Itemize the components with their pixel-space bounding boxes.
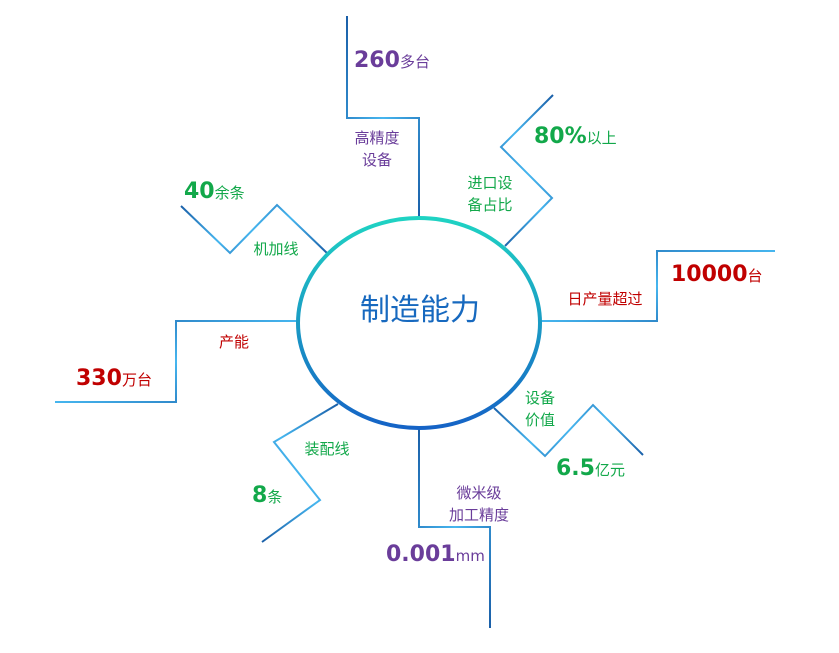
connector-machining-line: [180, 203, 329, 255]
value-daily-output: 10000台: [671, 262, 763, 287]
label-assembly-line: 装配线: [304, 440, 350, 458]
value-micron-precision: 0.001mm: [386, 542, 485, 567]
label-capacity: 产能: [218, 333, 249, 351]
connector-import-ratio: [499, 94, 554, 247]
connector-capacity: [55, 320, 298, 403]
value-machining-line: 40余条: [184, 179, 245, 204]
label-precision-equipment: 高精度设备: [354, 129, 400, 169]
connector-precision-equipment: [346, 16, 420, 220]
label-micron-precision: 微米级加工精度: [448, 484, 509, 524]
center-ring: [296, 216, 542, 430]
value-capacity: 330万台: [76, 366, 152, 391]
value-assembly-line: 8条: [252, 483, 283, 508]
value-equipment-value: 6.5亿元: [556, 456, 625, 481]
label-import-ratio: 进口设备占比: [467, 174, 513, 214]
connector-daily-output: [540, 250, 775, 322]
value-precision-equipment: 260多台: [354, 48, 430, 73]
label-daily-output: 日产量超过: [567, 290, 643, 308]
label-equipment-value: 设备价值: [524, 389, 555, 429]
connector-equipment-value: [493, 403, 644, 458]
value-import-ratio: 80%以上: [534, 124, 617, 149]
connector-assembly-line: [261, 403, 339, 543]
center-title: 制造能力: [360, 293, 480, 328]
connector-micron-precision: [418, 428, 491, 628]
label-machining-line: 机加线: [253, 240, 299, 258]
